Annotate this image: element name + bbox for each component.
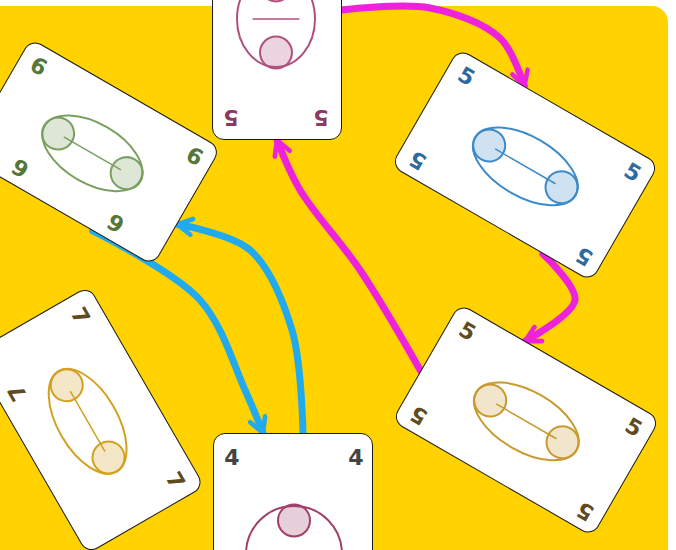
figure-head: [45, 363, 89, 407]
game-card: 7 7 7: [0, 286, 205, 550]
figure-head: [278, 504, 310, 536]
figure-head: [468, 379, 512, 423]
game-card: 5 5 5 5: [392, 303, 661, 537]
game-card: 6 6 6 6: [0, 38, 221, 266]
figure-body: [460, 111, 590, 221]
card-illustration: [0, 287, 205, 550]
figure-head: [36, 112, 80, 156]
card-value: 5: [223, 106, 238, 128]
figure-head: [541, 420, 585, 464]
card-value: 7: [67, 304, 94, 328]
figure-head: [467, 124, 511, 168]
card-value: 6: [9, 154, 33, 181]
card-value: 5: [621, 414, 645, 441]
figure-head: [540, 165, 584, 209]
figure-head: [105, 151, 149, 195]
game-card: 5 5 5 5: [391, 48, 660, 282]
card-illustration: [391, 49, 660, 283]
card-value: 4: [348, 447, 363, 469]
card-value: 7: [162, 469, 189, 493]
game-card: 44: [213, 433, 373, 550]
card-value: 5: [573, 498, 597, 525]
card-value: 5: [572, 243, 596, 270]
card-value: 5: [406, 147, 430, 174]
card-value: 5: [313, 106, 328, 128]
game-card: 55: [212, 0, 342, 140]
card-value: 5: [620, 159, 644, 186]
card-value: 6: [26, 53, 50, 80]
figure-line: [70, 391, 105, 451]
flow-arrow: [277, 140, 421, 371]
figure-head: [87, 436, 131, 480]
figure-body: [461, 366, 591, 476]
figure-head: [260, 0, 292, 1]
figure-head: [260, 37, 292, 69]
card-value: 6: [104, 209, 128, 236]
card-value: 6: [182, 143, 206, 170]
figure-line: [496, 404, 556, 439]
card-illustration: [392, 304, 661, 538]
flow-arrow: [177, 224, 303, 433]
figure-body: [30, 100, 155, 207]
figure-body: [33, 356, 143, 486]
card-value: 5: [407, 402, 431, 429]
card-value: 5: [455, 318, 479, 345]
card-value: 7: [4, 380, 31, 404]
card-value: 4: [224, 447, 239, 469]
card-value: 5: [454, 63, 478, 90]
figure-line: [253, 18, 300, 20]
figure-line: [495, 149, 555, 184]
figure-line: [64, 137, 121, 170]
